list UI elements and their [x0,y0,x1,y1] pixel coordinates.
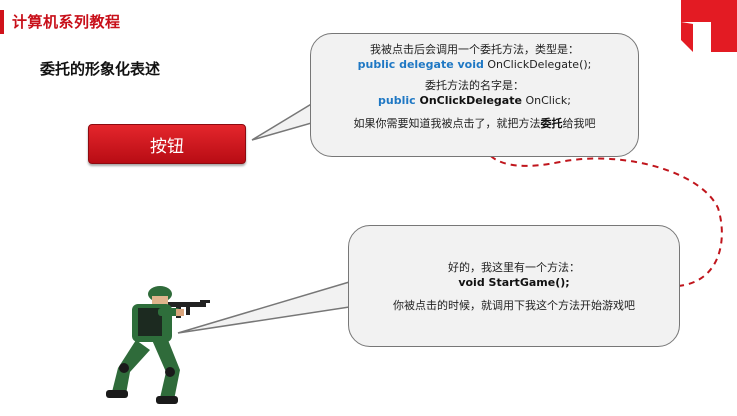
code-text: OnClick; [521,94,571,107]
top-bubble-line3: 委托方法的名字是： [425,79,524,92]
dashed-arrow-path [478,117,723,287]
bottom-bubble-line1: 好的，我这里有一个方法： [448,261,580,274]
bottom-bubble-line2: void StartGame(); [458,276,570,289]
type-name-text: OnClickDelegate [415,94,522,107]
soldier-icon [106,286,210,404]
slide-subtitle: 委托的形象化表述 [40,60,161,78]
text-part: 如果你需要知道我被点击了，就把方法 [353,117,541,130]
bottom-speech-bubble: 好的，我这里有一个方法： void StartGame(); 你被点击的时候，就… [348,225,680,347]
top-bubble-line1: 我被点击后会调用一个委托方法，类型是： [370,43,579,56]
header-accent-bar [0,10,4,34]
page-title: 计算机系列教程 [12,13,121,31]
top-bubble-line5: 如果你需要知道我被点击了，就把方法委托给我吧 [311,116,638,131]
demo-button-label: 按钮 [150,136,184,157]
text-part: 给我吧 [562,117,596,130]
top-speech-bubble: 我被点击后会调用一个委托方法，类型是： public delegate void… [310,33,639,157]
keyword-text: public delegate void [357,58,484,71]
red-corner-logo-icon [681,0,737,52]
keyword-text: public [378,94,416,107]
top-bubble-line4: public OnClickDelegate OnClick; [311,93,638,108]
top-bubble-line2: public delegate void OnClickDelegate(); [311,57,638,72]
code-text: OnClickDelegate(); [483,58,592,71]
demo-button[interactable]: 按钮 [88,124,246,164]
bottom-bubble-line3: 你被点击的时候，就调用下我这个方法开始游戏吧 [393,299,635,312]
emphasis-text: 委托 [540,117,563,130]
